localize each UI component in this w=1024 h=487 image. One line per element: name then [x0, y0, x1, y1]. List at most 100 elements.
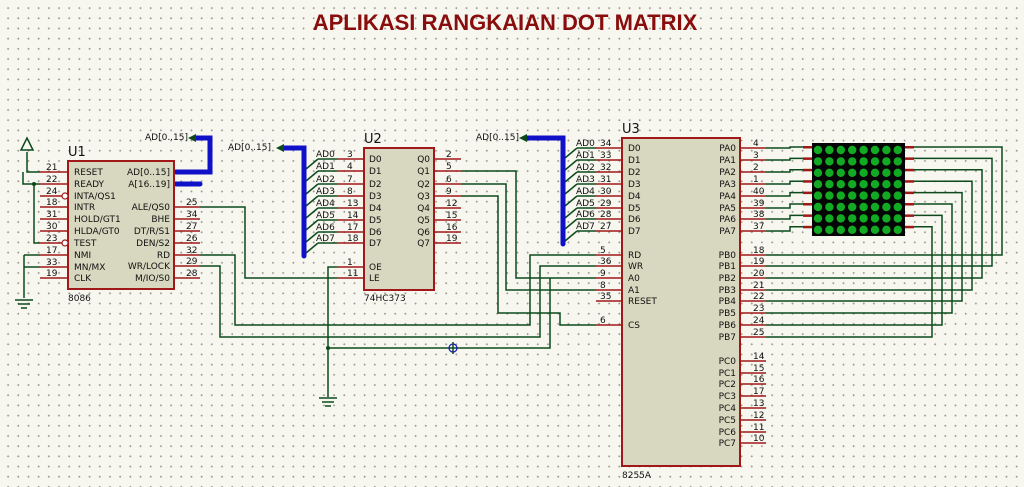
wire-pb — [766, 191, 963, 302]
pin-number: 18 — [46, 198, 58, 208]
chip-ref: U1 — [68, 145, 86, 160]
pin-number: 19 — [753, 257, 765, 267]
matrix-led — [836, 202, 845, 212]
matrix-led — [882, 157, 891, 166]
power-symbols — [15, 136, 337, 407]
pin-number: 18 — [753, 246, 765, 256]
pin-number: 17 — [347, 223, 358, 233]
pin-number: 2 — [446, 150, 452, 160]
pin-number: 22 — [753, 292, 764, 302]
wire-pa — [766, 214, 803, 220]
matrix-led — [836, 168, 845, 177]
pin-name: NMI — [74, 251, 91, 261]
wire-pb — [766, 169, 983, 279]
schematic-title: APLIKASI RANGKAIAN DOT MATRIX — [313, 10, 698, 35]
pin-name: AD[0..15] — [127, 168, 170, 178]
pin-name: PB3 — [719, 286, 736, 296]
pin-number: 32 — [186, 246, 197, 256]
matrix-led — [870, 191, 880, 200]
bus-tap — [564, 159, 578, 171]
matrix-led — [870, 202, 880, 212]
matrix-col-pin — [905, 214, 914, 217]
bus-u2 — [281, 145, 307, 259]
bus-arrow — [276, 144, 284, 152]
pin-number: 29 — [186, 257, 198, 267]
matrix-col-pin — [905, 225, 914, 229]
matrix-led — [870, 157, 880, 166]
bus-tap-label: AD2 — [316, 175, 335, 185]
bus-tap-label: AD3 — [316, 187, 335, 197]
pin-number: 32 — [600, 163, 611, 173]
pin-name: ALE/QS0 — [132, 203, 171, 213]
matrix-led — [882, 168, 891, 177]
pin-name: PC4 — [719, 404, 737, 414]
wire-rd — [200, 254, 596, 326]
matrix-led — [825, 214, 834, 223]
pin-number: 28 — [186, 269, 198, 279]
wire-pa — [766, 180, 803, 185]
matrix-led — [859, 191, 868, 200]
bus-tap-label: AD1 — [316, 162, 335, 172]
pin-name: BHE — [151, 215, 170, 225]
matrix-led — [859, 180, 868, 189]
wire-pb — [766, 157, 993, 267]
pin-number: 9 — [446, 187, 452, 197]
pin-name: PC0 — [719, 357, 737, 367]
wire — [26, 152, 40, 173]
matrix-led — [859, 145, 868, 155]
bus-u3 — [524, 135, 566, 247]
pin-name: PB5 — [719, 309, 736, 319]
bus-tap — [305, 158, 319, 170]
pin-name: PA1 — [719, 156, 736, 166]
bus-tap-label: AD5 — [576, 199, 595, 209]
matrix-led — [825, 225, 834, 234]
wire-pa — [766, 169, 803, 173]
matrix-col-pin — [905, 191, 914, 195]
bus-tap-label: AD3 — [576, 175, 595, 185]
matrix-col-pin — [905, 168, 914, 172]
matrix-led — [825, 157, 834, 166]
pin-name: PB0 — [719, 251, 737, 261]
matrix-led — [836, 157, 845, 166]
matrix-led — [882, 145, 891, 155]
pin-name: DT/R/S1 — [134, 227, 170, 237]
bus-tap — [564, 207, 578, 219]
matrix-led — [836, 214, 845, 223]
pin-name: PC6 — [719, 428, 737, 438]
pin-name: A[16..19] — [128, 180, 170, 190]
pin-number: 27 — [186, 222, 197, 232]
pin-number: 13 — [347, 199, 358, 209]
chip-body — [67, 160, 175, 290]
matrix-led — [848, 214, 857, 223]
pin-number: 16 — [753, 375, 765, 385]
bus-label: AD[0..15] — [228, 143, 271, 153]
matrix-led — [836, 180, 845, 189]
bus-arrow — [519, 134, 527, 142]
matrix-led — [859, 168, 868, 177]
wire-pa — [766, 203, 803, 209]
matrix-led — [848, 180, 857, 189]
pin-number: 35 — [600, 292, 611, 302]
pin-name: D3 — [369, 192, 382, 202]
bus-tap-label: AD0 — [576, 139, 595, 149]
wire-pb — [766, 146, 1003, 256]
matrix-row-pin — [803, 157, 812, 160]
matrix-led — [882, 191, 891, 200]
bus-tap-label: AD7 — [316, 234, 335, 244]
pin-number: 14 — [347, 211, 359, 221]
wire — [33, 184, 40, 244]
pin-name: DEN/S2 — [136, 239, 170, 249]
bus-tap — [564, 230, 578, 242]
pin-number: 5 — [446, 162, 452, 172]
pin-number: 23 — [753, 304, 764, 314]
pin-number: 39 — [753, 199, 765, 209]
dot-matrix-display[interactable] — [803, 143, 914, 236]
pin-name: Q0 — [417, 155, 430, 165]
matrix-col-pin — [905, 146, 914, 149]
pin-number: 21 — [46, 163, 57, 173]
pin-number: 27 — [600, 222, 611, 232]
